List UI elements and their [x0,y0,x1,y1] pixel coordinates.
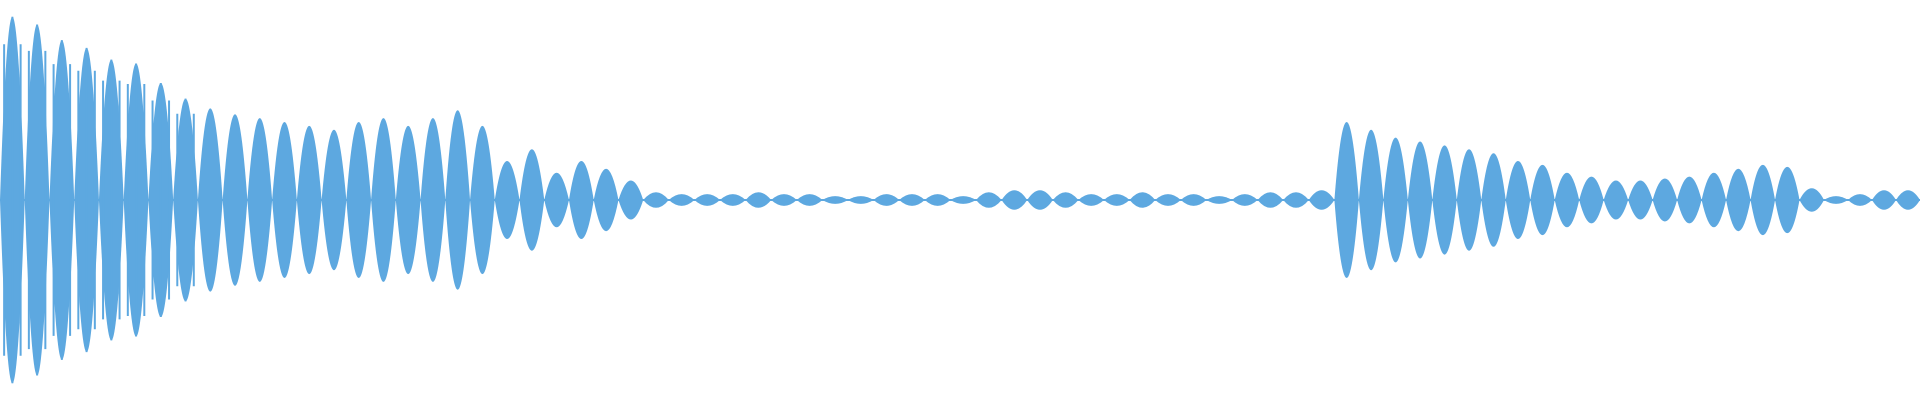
waveform-lobe-0-18 [445,110,471,290]
waveform-lobe-1-21 [1180,194,1207,206]
waveform-lobe-0-9 [222,114,248,286]
waveform-lobe-1-3 [720,194,746,206]
waveform-lobe-2-12 [1628,180,1653,220]
waveform-lobe-1-14 [1001,190,1028,210]
waveform-lobe-0-24 [593,168,619,232]
waveform-lobe-1-8 [848,196,874,204]
waveform-lobe-3-2 [1872,190,1896,210]
waveform-lobe-1-26 [1308,190,1335,210]
waveform-lobe-0-8 [197,108,223,292]
waveform-lobe-1-23 [1232,194,1258,206]
waveform-lobe-1-22 [1206,196,1232,204]
waveform-lobe-2-5 [1456,149,1482,251]
waveform-lobe-0-20 [494,161,520,239]
waveform-lobe-0-23 [568,161,594,239]
waveform-bursts [0,16,1920,384]
waveform-lobe-2-10 [1579,176,1604,224]
waveform-lobe-1-6 [796,194,823,206]
waveform-lobe-2-17 [1750,164,1776,236]
waveform-lobe-0-12 [296,125,322,275]
waveform-lobe-3-0 [1824,196,1848,204]
waveform-lobe-0-13 [321,129,347,271]
waveform-lobe-1-1 [668,194,695,206]
waveform-lobe-1-16 [1052,192,1079,208]
waveform-lobe-1-2 [694,194,720,206]
waveform-lobe-1-0 [643,192,669,208]
waveform-lobe-0-14 [346,122,372,278]
waveform-lobe-2-11 [1603,180,1629,220]
waveform-lobe-1-9 [873,194,900,206]
waveform-lobe-1-20 [1155,194,1181,206]
waveform-lobe-0-10 [247,118,273,282]
waveform-lobe-3-1 [1848,194,1872,206]
waveform-lobe-0-21 [519,149,545,251]
waveform-lobe-1-18 [1104,194,1130,206]
waveform-lobe-0-19 [470,125,495,275]
waveform-lobe-2-13 [1652,178,1678,222]
waveform-lobe-3-3 [1896,190,1920,210]
waveform-lobe-0-16 [395,125,421,275]
waveform-lobe-2-16 [1726,168,1751,232]
waveform-lobe-0-17 [420,118,446,282]
waveform-lobe-2-15 [1701,172,1727,228]
waveform-lobe-1-4 [745,192,772,208]
waveform-lobe-2-14 [1677,176,1702,224]
waveform-lobe-2-19 [1799,188,1824,212]
waveform-lobe-1-13 [976,192,1002,208]
waveform-lobe-0-22 [544,172,569,228]
waveform-lobe-2-18 [1775,166,1800,234]
waveform-lobe-1-17 [1078,194,1104,206]
waveform-lobe-1-10 [899,194,925,206]
waveform-lobe-2-3 [1407,141,1433,259]
waveform-lobe-1-24 [1257,192,1284,208]
waveform-lobe-2-8 [1530,164,1555,236]
waveform-lobe-1-15 [1027,190,1053,210]
waveform-lobe-0-25 [618,180,644,220]
waveform-lobe-0-11 [272,122,297,278]
waveform-lobe-1-12 [950,196,976,204]
waveform-lobe-2-4 [1432,145,1457,255]
waveform-lobe-1-7 [822,196,848,204]
waveform-lobe-2-1 [1358,129,1384,271]
waveform-lobe-1-19 [1129,192,1156,208]
waveform-lobe-1-25 [1283,192,1309,208]
waveform-lobe-2-2 [1383,137,1408,263]
waveform-lobe-1-5 [771,194,797,206]
waveform-lobe-1-11 [924,194,951,206]
waveform-lobe-0-15 [371,118,396,282]
waveform-lobe-2-9 [1554,172,1580,228]
waveform-lobe-2-0 [1334,122,1359,278]
waveform-lobe-2-6 [1481,153,1506,247]
waveform-lobe-2-7 [1505,161,1531,239]
